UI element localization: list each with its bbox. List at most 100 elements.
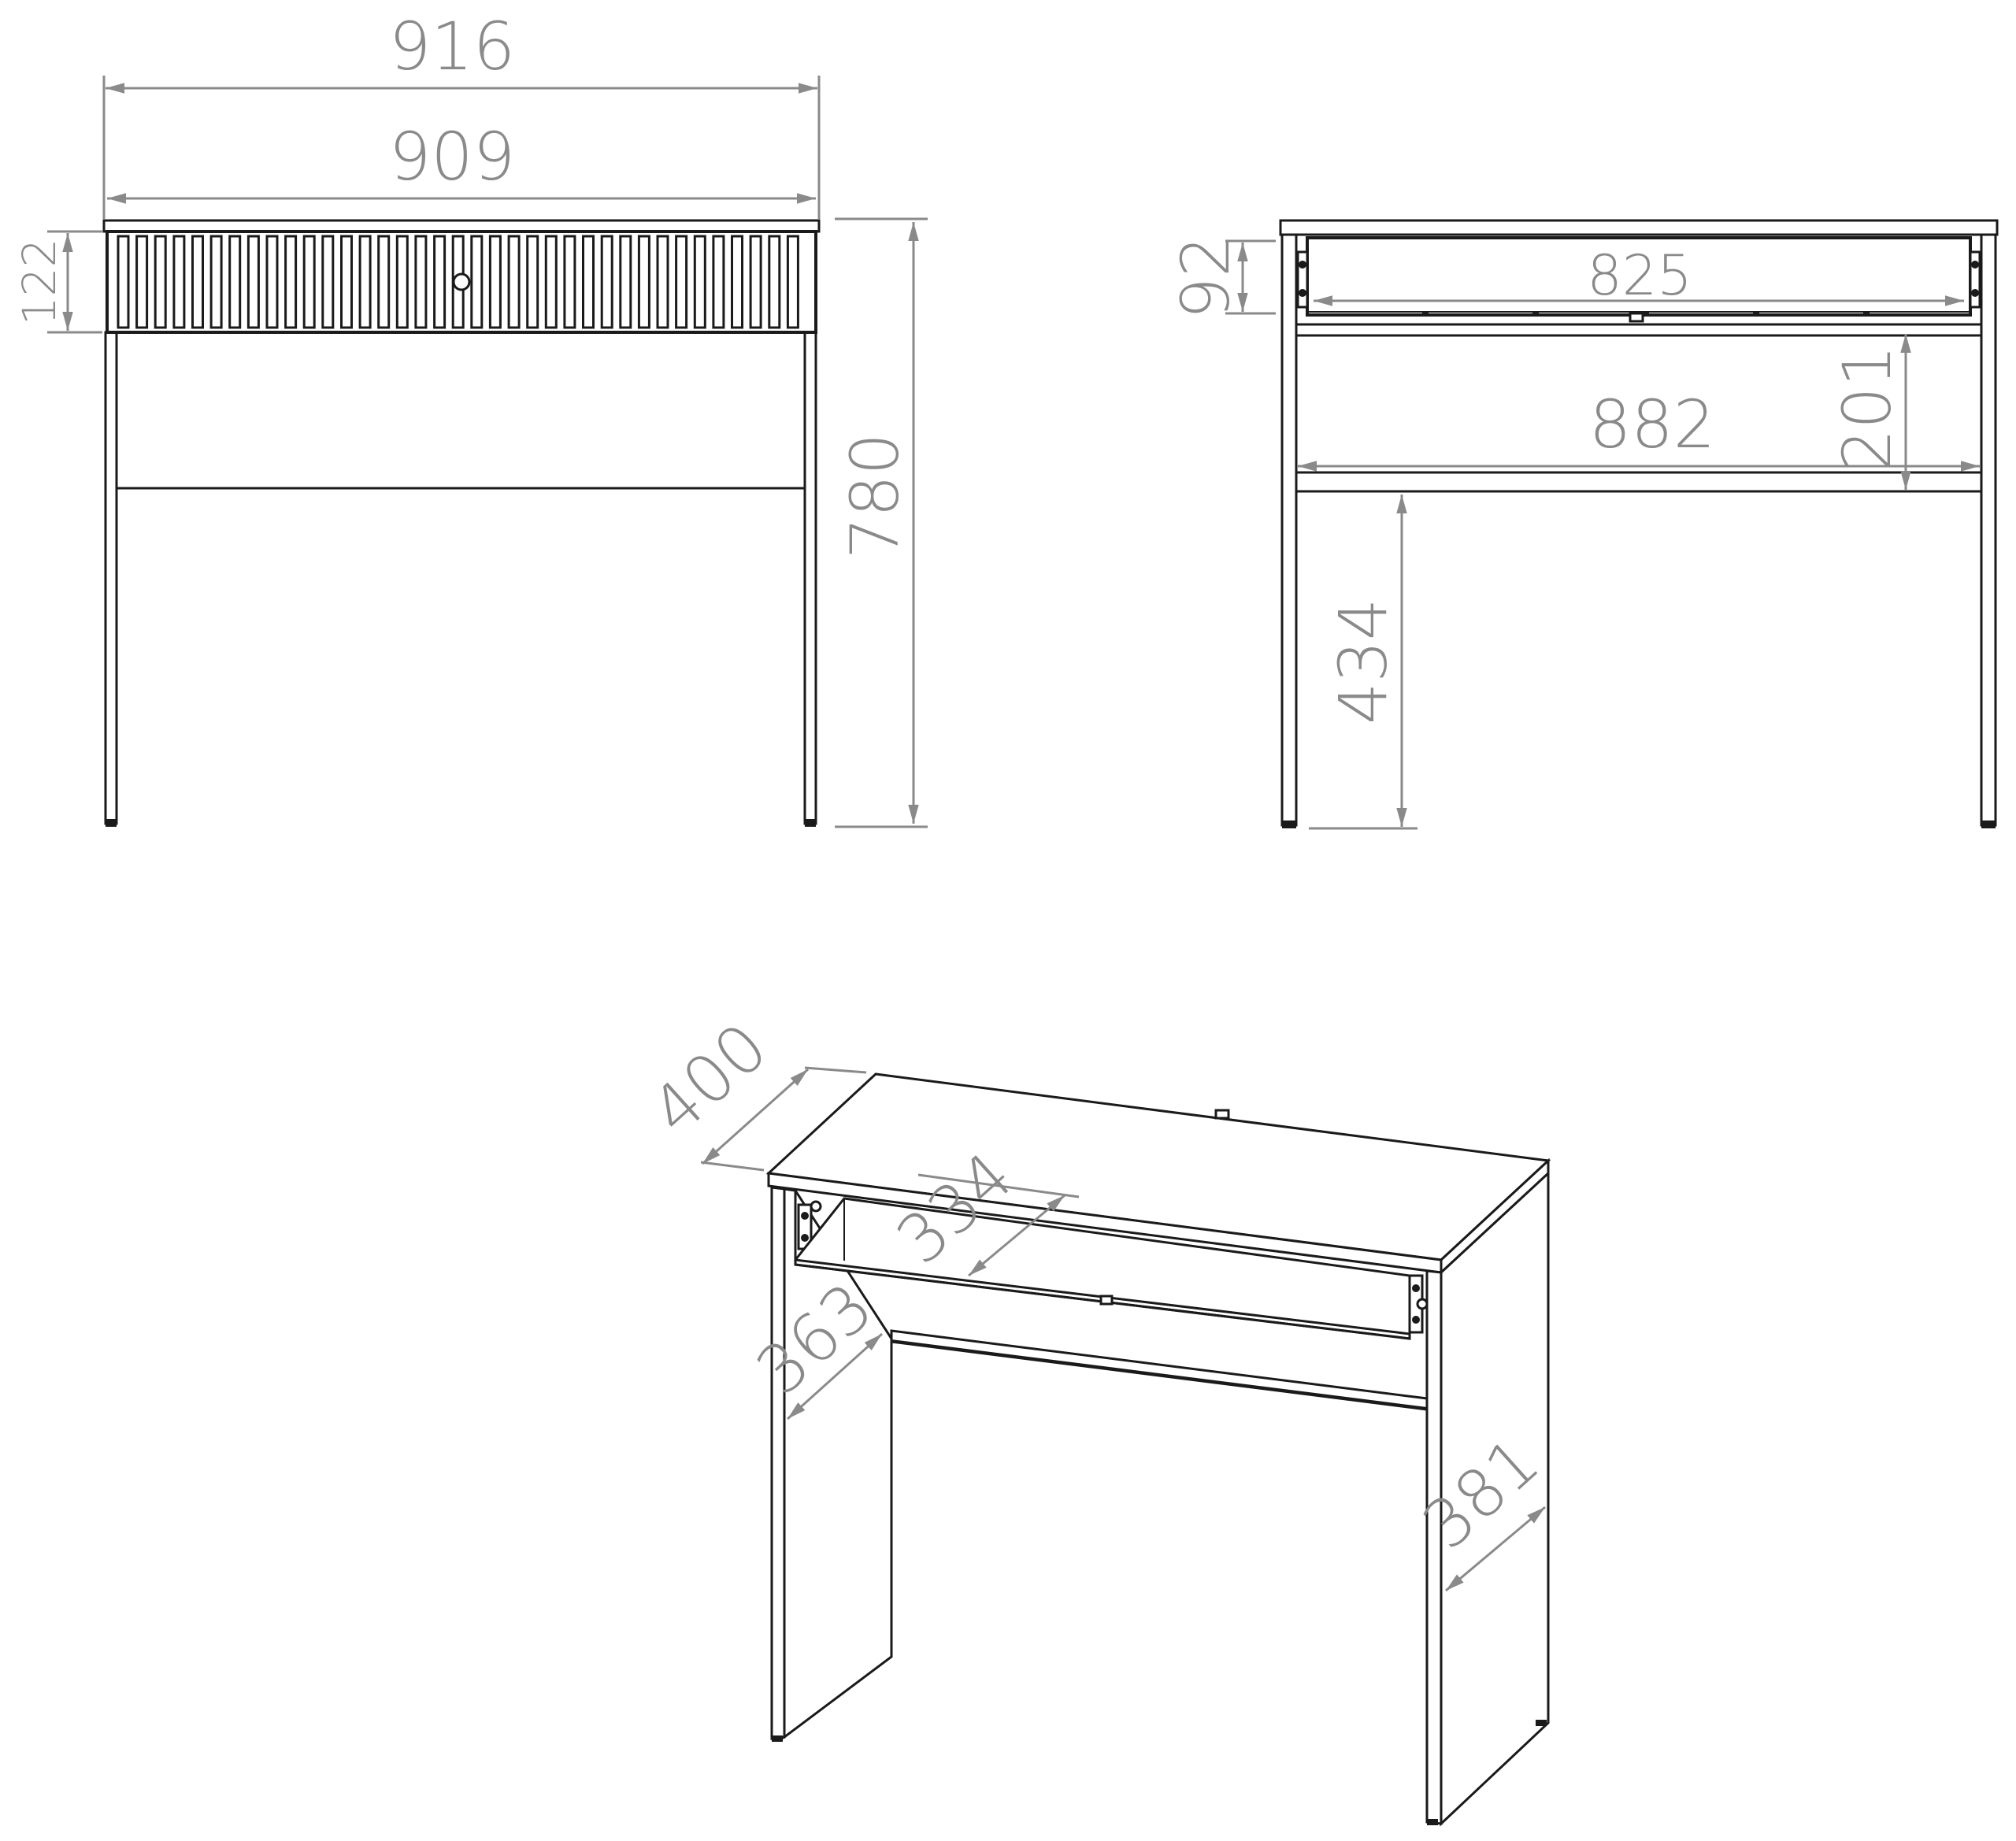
drawer-clip	[1532, 312, 1539, 317]
drawer-slat	[302, 235, 316, 329]
front-view: 916 909 122 780	[13, 8, 928, 828]
drawer-slat	[526, 235, 539, 329]
drawer-slat	[191, 235, 204, 329]
persp-left-panel	[783, 1187, 893, 1739]
drawer-slat	[600, 235, 613, 329]
back-shelf	[1295, 323, 1983, 337]
drawer-slat	[488, 235, 502, 329]
back-left-foot	[1282, 820, 1296, 828]
drawer-slat	[470, 235, 484, 329]
drawer-slat	[693, 235, 706, 329]
back-view: 92 825 882 201 434	[1167, 219, 1999, 830]
persp-left-foot	[772, 1735, 783, 1742]
dim-line-334	[968, 1194, 1065, 1277]
right-runner-screw-icon	[1971, 289, 1979, 297]
dim-label-780: 780	[836, 433, 914, 559]
persp-drawer-clip	[1099, 1295, 1114, 1306]
right-runner-icon	[1969, 250, 1981, 309]
dim-ext-334-top	[917, 1173, 1080, 1198]
dim-line-400	[701, 1068, 810, 1165]
back-rail	[1295, 471, 1983, 493]
dim-label-882: 882	[1589, 386, 1715, 463]
drawer-slat	[433, 235, 447, 329]
dim-ext-400-bottom	[700, 1161, 765, 1172]
drawer-clip	[1422, 312, 1429, 317]
drawer-slat	[209, 235, 223, 329]
persp-left-panel-edge	[770, 1186, 786, 1740]
left-runner-screw-icon	[1299, 261, 1306, 269]
drawer-slat	[358, 235, 372, 329]
front-drawer	[106, 230, 817, 334]
persp-right-panel-edge	[1425, 1269, 1443, 1825]
drawer-slat	[154, 235, 167, 329]
front-left-leg	[104, 331, 118, 825]
persp-right-foot	[1427, 1819, 1438, 1825]
drawer-slat	[656, 235, 669, 329]
drawer-slat	[395, 235, 409, 329]
drawer-slat	[582, 235, 595, 329]
front-tabletop	[102, 219, 821, 233]
drawer-center-clip	[1629, 312, 1644, 323]
drawer-slat	[321, 235, 335, 329]
drawer-slat	[637, 235, 650, 329]
back-tabletop	[1279, 219, 1999, 236]
drawer-slat	[117, 235, 130, 329]
back-right-panel	[1980, 233, 1997, 827]
right-runner-screw-icon	[1971, 261, 1979, 269]
drawer-slat	[414, 235, 428, 329]
left-runner-screw-icon	[1299, 289, 1306, 297]
drawer-slat	[246, 235, 260, 329]
persp-left-runner-screw-icon	[801, 1212, 809, 1220]
dim-label-434: 434	[1325, 598, 1402, 724]
persp-back-rail	[891, 1339, 1428, 1411]
persp-right-runner-screw-icon	[1412, 1284, 1420, 1292]
persp-right-panel	[1440, 1170, 1550, 1827]
dim-label-916: 916	[389, 8, 515, 85]
left-runner-icon	[1296, 250, 1309, 309]
drawer-knob-icon	[452, 272, 471, 291]
drawer-clip	[1753, 312, 1759, 317]
front-drawer-fluting	[117, 235, 799, 329]
drawer-clip	[1643, 312, 1649, 317]
drawer-slat	[284, 235, 298, 329]
drawer-slat	[265, 235, 279, 329]
back-right-foot	[1981, 820, 1996, 828]
dim-label-825: 825	[1587, 243, 1692, 308]
drawer-slat	[135, 235, 149, 329]
drawer-clip	[1863, 312, 1870, 317]
dim-label-909: 909	[389, 118, 515, 195]
drawer-clips	[1422, 312, 1870, 323]
drawer-slat	[544, 235, 558, 329]
persp-right-runner-screw-icon	[1412, 1316, 1420, 1324]
dim-label-400: 400	[636, 1008, 782, 1150]
persp-left-runner-wheel-icon	[810, 1200, 822, 1213]
drawer-slat	[563, 235, 576, 329]
drawer-slat	[172, 235, 186, 329]
dim-label-122: 122	[13, 239, 66, 326]
persp-right-runner-wheel-icon	[1416, 1298, 1429, 1310]
drawer-slat	[340, 235, 353, 329]
persp-back-notch	[1214, 1109, 1230, 1120]
front-left-foot	[106, 819, 117, 827]
dim-line-363	[786, 1332, 884, 1421]
drawer-slat	[712, 235, 725, 329]
drawer-slat	[768, 235, 781, 329]
back-left-panel	[1280, 233, 1298, 827]
drawer-slat	[749, 235, 762, 329]
drawer-slat	[731, 235, 743, 329]
perspective-view: 400 334 363 381	[636, 1008, 1554, 1827]
drawer-slat	[507, 235, 521, 329]
dim-line-381	[1445, 1506, 1546, 1592]
front-right-foot	[805, 819, 816, 827]
dim-label-92: 92	[1167, 235, 1244, 320]
persp-left-runner-screw-icon	[801, 1234, 809, 1242]
drawer-slat	[228, 235, 242, 329]
drawer-slat	[619, 235, 632, 329]
front-right-leg	[803, 331, 817, 825]
drawer-slat	[377, 235, 391, 329]
dim-ext-400-top	[804, 1066, 867, 1074]
persp-right-back-foot	[1536, 1720, 1547, 1726]
dim-label-201: 201	[1829, 345, 1906, 471]
